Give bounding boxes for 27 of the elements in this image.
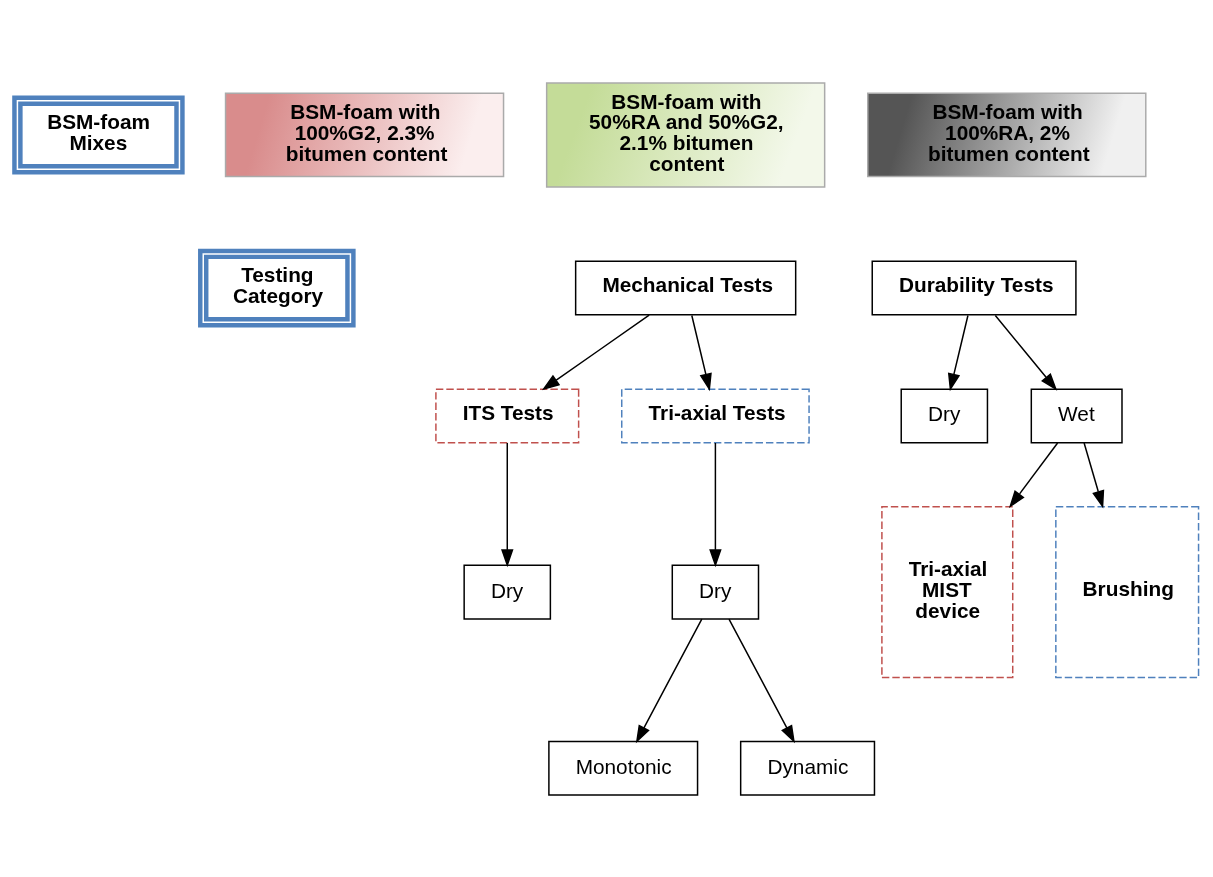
node-box: Dry — [671, 564, 760, 620]
node-box: Tri-axial MIST device — [881, 505, 1014, 678]
arrow — [947, 314, 969, 391]
arrow — [501, 441, 514, 567]
node-box: Tri-axial Tests — [621, 387, 810, 443]
node-box: Testing Category — [198, 248, 356, 327]
arrow — [709, 441, 722, 567]
node-box: Dynamic — [739, 740, 876, 796]
node-box: BSM-foam with 100%RA, 2% bitumen content — [867, 92, 1147, 177]
node-box: BSM-foam with 50%RA and 50%G2, 2.1% bitumen content — [545, 81, 826, 188]
node-box: Durability Tests — [871, 260, 1077, 316]
node-box: Wet — [1030, 387, 1123, 443]
node-box: ITS Tests — [435, 387, 580, 443]
node-box: Brushing — [1055, 505, 1200, 678]
arrow — [994, 314, 1058, 391]
node-box: BSM-foam Mixes — [12, 95, 185, 174]
arrow — [1083, 441, 1105, 508]
node-box: Dry — [463, 564, 552, 620]
arrow — [635, 617, 703, 743]
arrow — [691, 314, 712, 391]
node-box: Dry — [900, 387, 989, 443]
arrow — [728, 617, 795, 743]
node-box: Monotonic — [548, 740, 699, 796]
node-box: BSM-foam with 100%G2, 2.3% bitumen content — [224, 92, 505, 177]
node-box: Mechanical Tests — [574, 260, 797, 316]
arrow — [1008, 441, 1059, 508]
arrow — [541, 313, 650, 390]
